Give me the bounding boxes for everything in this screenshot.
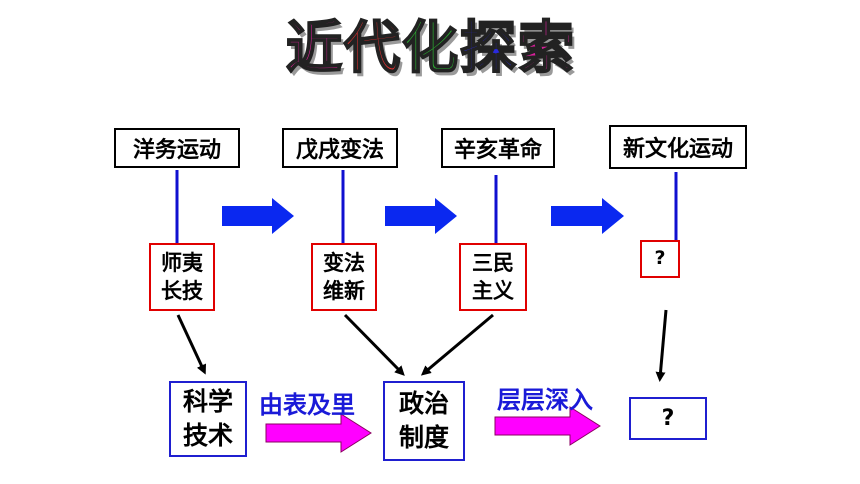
label-surface-to-inside: 由表及里 — [259, 391, 355, 419]
title-char: 探 — [459, 16, 517, 81]
idea-reform-modernize: 变法 维新 — [311, 243, 377, 311]
stage-line: 技术 — [182, 421, 233, 450]
black-arrow-1 — [176, 314, 207, 375]
movement-label: 戊戌变法 — [295, 138, 384, 163]
movement-westernization: 洋务运动 — [114, 128, 240, 168]
idea-line: 师夷 — [161, 250, 203, 275]
idea-line: 变法 — [323, 250, 365, 275]
label-deeper-layers: 层层深入 — [497, 386, 593, 414]
blue-arrow-3 — [551, 198, 624, 234]
movement-label: 辛亥革命 — [453, 138, 542, 163]
movement-xinhai-revolution: 辛亥革命 — [441, 128, 555, 168]
black-arrow-3 — [420, 313, 494, 376]
title-char: 代 — [343, 16, 401, 81]
idea-line: 三民 — [472, 250, 514, 275]
idea-learn-foreign-skills: 师夷 长技 — [149, 243, 215, 311]
stage-science-technology: 科学 技术 — [169, 381, 247, 457]
page-title: 近 代 化 探 索 — [230, 14, 630, 84]
idea-unknown: ? — [640, 240, 680, 278]
stage-line: 科学 — [182, 387, 233, 417]
movement-label: 新文化运动 — [622, 137, 733, 162]
stage-unknown: ? — [629, 397, 707, 440]
movement-label: 洋务运动 — [132, 138, 221, 163]
question-mark: ? — [661, 405, 675, 431]
title-char: 近 — [285, 16, 343, 81]
idea-three-principles: 三民 主义 — [459, 243, 527, 311]
black-arrow-2 — [343, 313, 405, 376]
idea-line: 主义 — [472, 279, 514, 303]
idea-line: 长技 — [161, 279, 203, 303]
stage-line: 政治 — [398, 389, 449, 419]
title-char: 化 — [401, 16, 459, 81]
magenta-arrow-2 — [494, 406, 601, 446]
stage-line: 制度 — [398, 423, 449, 452]
magenta-arrow-1 — [265, 413, 372, 453]
blue-arrow-2 — [385, 198, 457, 234]
stage-political-system: 政治 制度 — [383, 381, 465, 461]
movement-reform-1898: 戊戌变法 — [282, 128, 398, 168]
black-arrow-4 — [655, 309, 668, 382]
blue-arrow-1 — [222, 198, 294, 234]
title-char: 索 — [517, 16, 575, 81]
question-mark: ? — [654, 247, 666, 270]
idea-line: 维新 — [323, 279, 365, 303]
movement-new-culture: 新文化运动 — [609, 125, 747, 169]
